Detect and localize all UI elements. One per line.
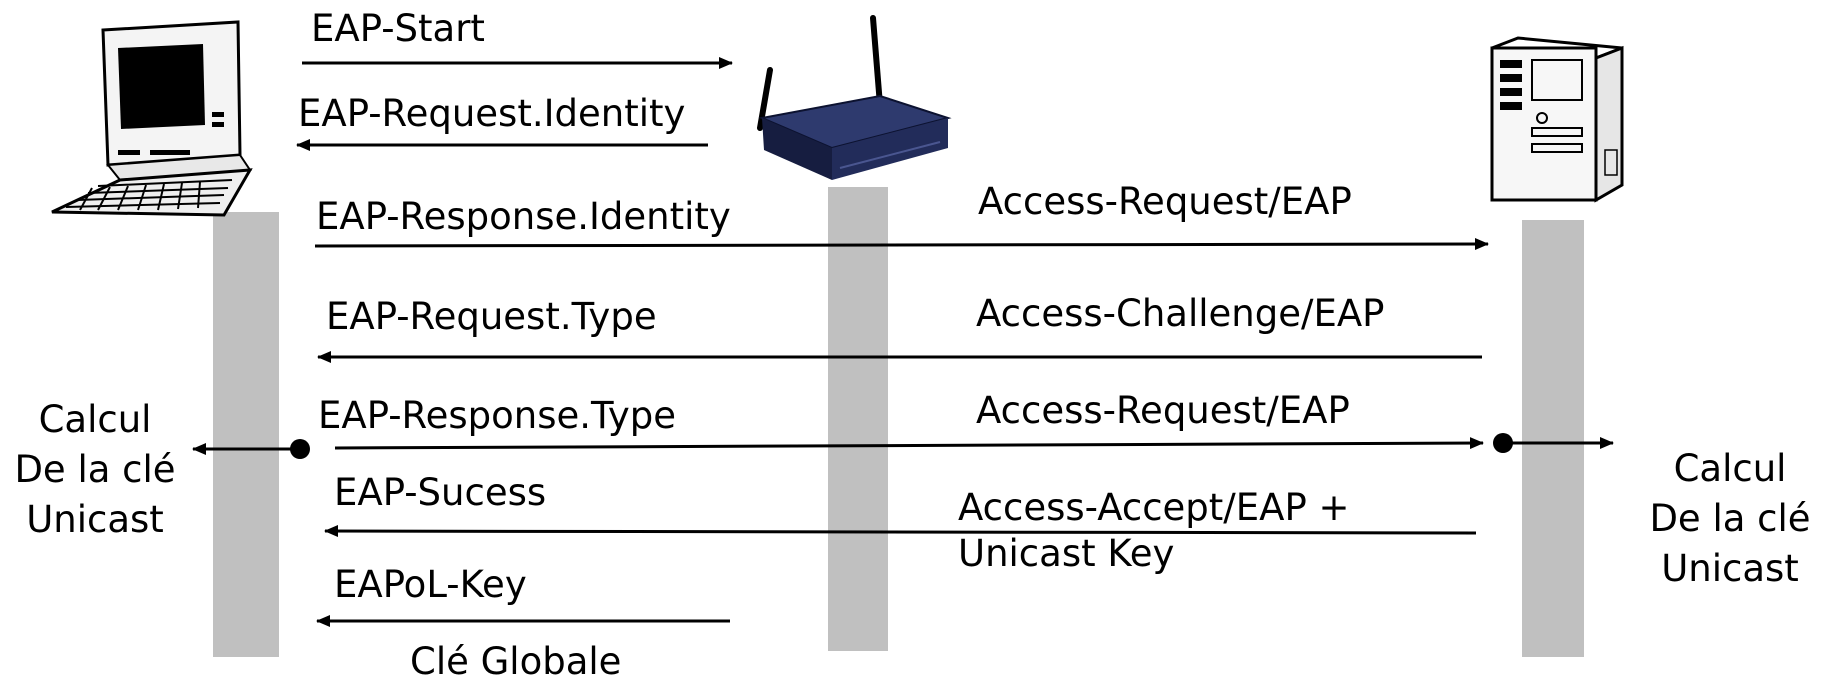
client-key-dot — [290, 439, 310, 459]
server-key-dot — [1493, 433, 1513, 453]
label-eap-response-identity: EAP-Response.Identity — [316, 195, 731, 238]
label-access-challenge: Access-Challenge/EAP — [976, 292, 1385, 335]
label-access-request-1: Access-Request/EAP — [978, 180, 1352, 223]
label-eap-response-type: EAP-Response.Type — [318, 394, 676, 437]
wireless-router-icon — [757, 15, 952, 180]
arrow-eap-response-type — [334, 437, 1484, 450]
arrow-eap-response-identity — [314, 238, 1489, 251]
label-access-accept: Access-Accept/EAP + — [958, 486, 1350, 529]
client-key-note-line-3: Unicast — [26, 498, 164, 541]
label-access-request-2: Access-Request/EAP — [976, 389, 1350, 432]
server-tower-icon — [1490, 36, 1624, 203]
arrow-eap-success — [324, 525, 1477, 538]
client-key-note-line-2: De la clé — [14, 448, 176, 491]
label-unicast-key: Unicast Key — [958, 532, 1175, 575]
server-key-note-line-1: Calcul — [1673, 447, 1787, 490]
client-lifeline — [213, 212, 279, 657]
server-key-note-line-3: Unicast — [1661, 547, 1799, 590]
message-arrows — [192, 57, 1614, 627]
client-key-note-line-1: Calcul — [38, 398, 152, 441]
label-eapol-key: EAPoL-Key — [334, 563, 527, 606]
server-lifeline — [1522, 220, 1584, 657]
client-key-note: Calcul De la clé Unicast — [0, 395, 195, 545]
label-eap-request-identity: EAP-Request.Identity — [298, 92, 686, 135]
label-cle-globale: Clé Globale — [410, 640, 622, 683]
authenticator-lifeline — [828, 187, 888, 651]
label-eap-start: EAP-Start — [311, 7, 485, 50]
server-key-note-line-2: De la clé — [1649, 497, 1811, 540]
server-key-note: Calcul De la clé Unicast — [1630, 444, 1830, 594]
label-eap-request-type: EAP-Request.Type — [326, 295, 657, 338]
label-eap-success: EAP-Sucess — [334, 471, 547, 514]
laptop-icon — [51, 20, 253, 217]
